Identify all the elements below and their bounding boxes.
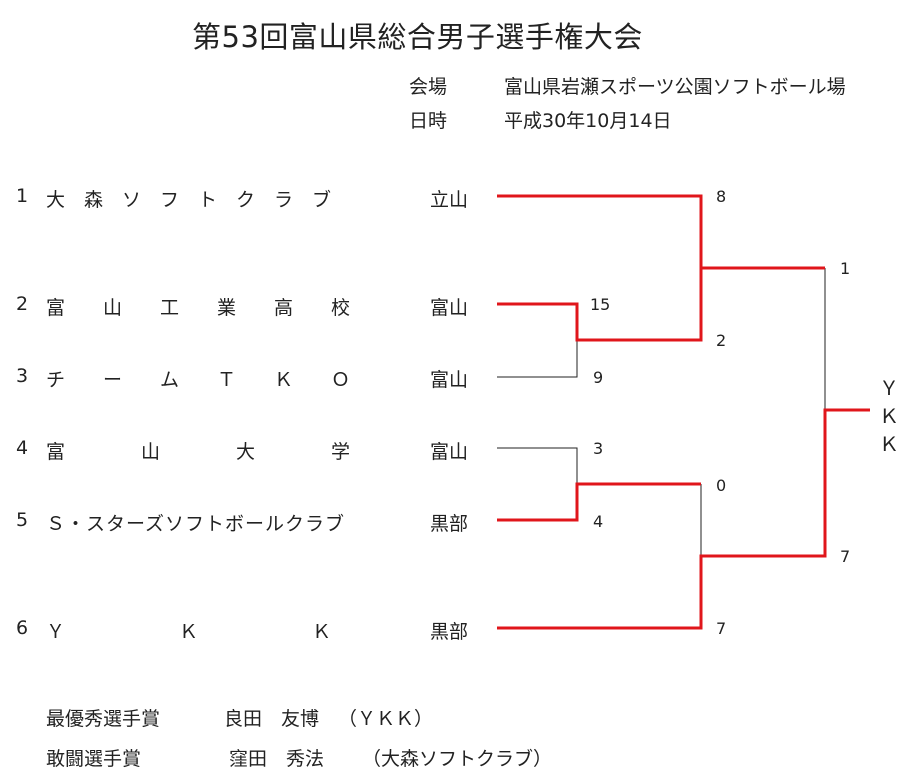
score-r1-bot-b: 4 [593,512,604,531]
champion-char-2: Ｋ [879,404,899,428]
score-sf-bot-a: 0 [716,476,727,495]
page-title: 第53回富山県総合男子選手権大会 [192,20,643,54]
team-region-6: 黒部 [430,621,469,643]
award-fighting-label: 敢闘選手賞 [46,748,142,770]
team-name-1: 大 森 ソ フ ト ク ラ ブ [46,189,332,211]
line-team6 [497,408,870,630]
team-seed-6: 6 [16,617,29,639]
team-seed-4: 4 [16,437,29,459]
award-fighting-name: 窪田 秀法 [229,748,325,770]
team-seed-2: 2 [16,293,29,315]
team-name-3: チ ー ム Ｔ Ｋ Ｏ [46,369,351,391]
team-seed-5: 5 [16,509,29,531]
line-team5 [497,482,701,522]
date-value: 平成30年10月14日 [504,110,672,132]
team-name-4: 富 山 大 学 [46,441,351,463]
venue-value: 富山県岩瀬スポーツ公園ソフトボール場 [504,76,846,98]
team-region-3: 富山 [430,369,469,391]
team-region-1: 立山 [430,189,469,211]
champion-char-3: Ｋ [879,432,899,456]
bracket-lose-lines [497,268,826,556]
line-team2 [497,268,703,342]
line-team4 [497,447,578,484]
team-seed-1: 1 [16,185,29,207]
score-r1-top-a: 15 [590,295,611,314]
score-sf-top-b: 2 [716,331,727,350]
award-mvp-team: （ＹＫＫ） [338,708,434,730]
team-region-2: 富山 [430,297,469,319]
champion-char-1: Ｙ [879,376,899,400]
bracket-win-lines [497,194,870,630]
award-mvp-label: 最優秀選手賞 [46,708,161,730]
line-team1 [497,194,703,268]
team-name-5: Ｓ・スターズソフトボールクラブ [46,513,346,535]
score-r1-bot-a: 3 [593,439,604,458]
score-r1-top-b: 9 [593,368,604,387]
score-sf-top-a: 8 [716,187,727,206]
team-seed-3: 3 [16,365,29,387]
team-name-2: 富 山 工 業 高 校 [46,297,351,319]
team-region-5: 黒部 [430,513,469,535]
award-fighting-team: （大森ソフトクラブ） [362,748,553,770]
team-region-4: 富山 [430,441,469,463]
line-team3 [497,340,578,378]
award-mvp-name: 良田 友博 [224,708,320,730]
score-final-a: 1 [840,259,851,278]
champion-label: Ｙ Ｋ Ｋ [877,374,901,458]
score-final-b: 7 [840,547,851,566]
date-label: 日時 [409,110,448,132]
score-sf-bot-b: 7 [716,619,727,638]
venue-label: 会場 [409,76,448,98]
team-name-6: Ｙ Ｋ Ｋ [46,621,332,643]
